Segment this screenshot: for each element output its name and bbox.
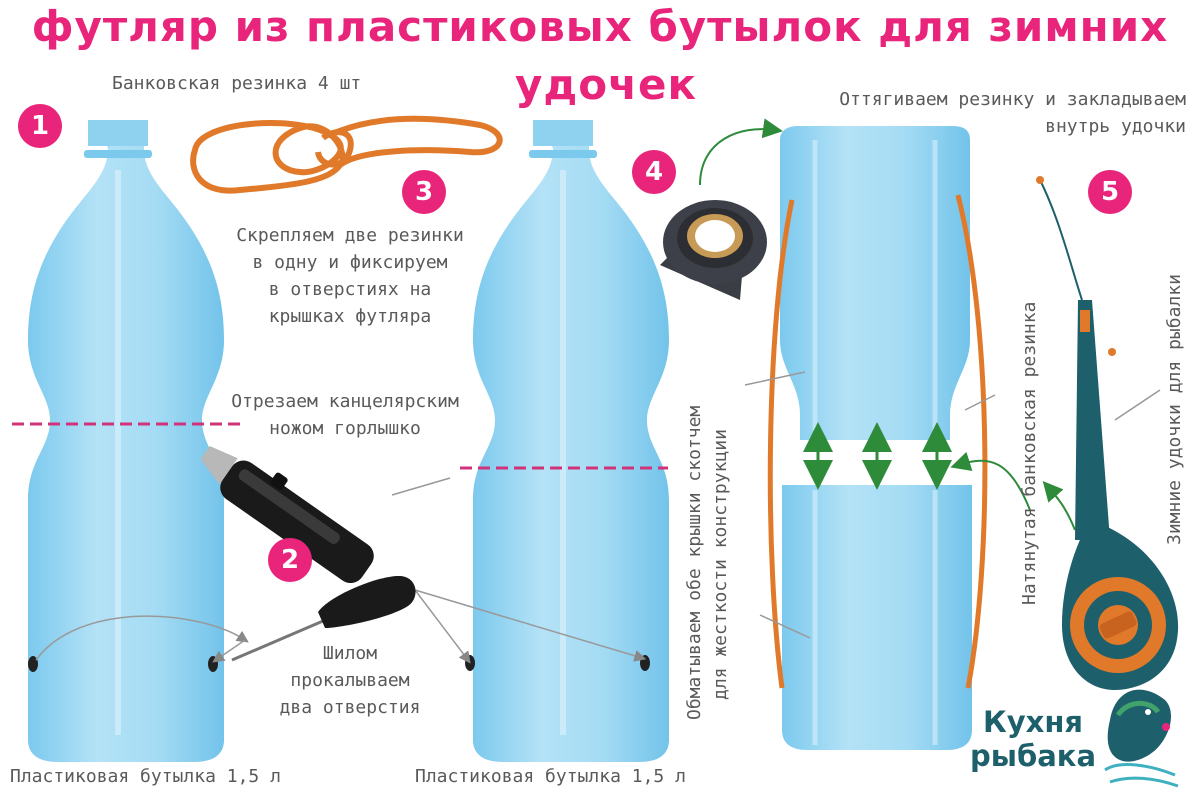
- pull-line-2: внутрь удочки: [1045, 116, 1186, 137]
- fasten-label: Скрепляем две резинки в одну и фиксируем…: [195, 222, 505, 330]
- brand-logo-line-1: Кухня: [983, 705, 1083, 739]
- utility-knife-icon: [200, 445, 374, 584]
- bottle-middle: [473, 120, 669, 762]
- cut-label: Отрезаем канцелярским ножом горлышко: [205, 388, 485, 442]
- awl-icon: [231, 575, 416, 662]
- brand-logo: Кухня рыбака: [963, 705, 1103, 773]
- step-5-badge: 5: [1088, 170, 1132, 214]
- fasten-line-4: крышках футляра: [268, 306, 432, 327]
- bottle-left-label: Пластиковая бутылка 1,5 л: [10, 766, 281, 787]
- tape-roll-icon: [660, 200, 767, 300]
- fishing-rod-icon: [1036, 176, 1179, 690]
- step-2-badge: 2: [268, 538, 312, 582]
- step-4-badge: 4: [632, 150, 676, 194]
- awl-line-1: Шилом: [322, 643, 378, 664]
- cut-line-1: Отрезаем канцелярским: [231, 391, 459, 412]
- awl-line-2: прокалываем: [290, 670, 410, 691]
- step-3-badge: 3: [402, 170, 446, 214]
- awl-line-3: два отверстия: [279, 697, 421, 718]
- case-top: [780, 126, 970, 440]
- bottle-left: [28, 120, 224, 762]
- bottle-middle-label: Пластиковая бутылка 1,5 л: [415, 766, 686, 787]
- rubber-band-icon: [190, 115, 503, 194]
- brand-logo-line-2: рыбака: [969, 739, 1097, 773]
- fish-logo-icon: [1104, 689, 1179, 788]
- page-title: футляр из пластиковых бутылок для зимних: [31, 2, 1169, 51]
- tape-line-1: Обматываем обе крышки скотчем: [684, 405, 705, 720]
- page-title-line2: удочек: [515, 60, 697, 109]
- tape-line-2: для жесткости конструкции: [710, 429, 731, 700]
- ice-rods-label: Зимние удочки для рыбалки: [1164, 274, 1185, 545]
- case-bottom: [782, 485, 972, 750]
- fasten-line-3: в отверстиях на: [268, 279, 432, 300]
- pull-line-1: Оттягиваем резинку и закладываем: [839, 89, 1186, 110]
- stretched-band-label: Натянутая банковская резинка: [1019, 301, 1040, 605]
- tape-label: Обматываем обе крышки скотчем для жестко…: [682, 406, 734, 720]
- pull-label: Оттягиваем резинку и закладываем внутрь …: [720, 86, 1186, 140]
- awl-label: Шилом прокалываем два отверстия: [255, 640, 445, 721]
- rubber-bands-label: Банковская резинка 4 шт: [112, 73, 362, 94]
- cut-line-2: ножом горлышко: [269, 418, 421, 439]
- fasten-line-2: в одну и фиксируем: [252, 252, 448, 273]
- step-1-badge: 1: [18, 104, 62, 148]
- fasten-line-1: Скрепляем две резинки: [236, 225, 464, 246]
